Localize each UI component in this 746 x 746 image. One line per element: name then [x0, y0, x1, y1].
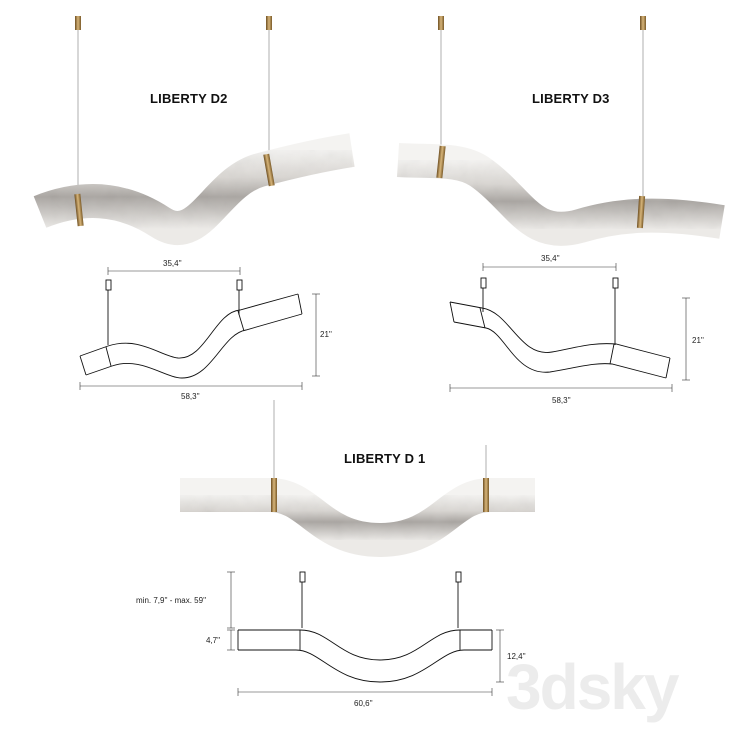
- d1-tube-label: 4,7'': [206, 636, 221, 645]
- liberty-d2-drawing: [79, 279, 303, 379]
- ring-line: [237, 310, 245, 332]
- tube-end: [297, 293, 303, 315]
- brass-ring: [263, 153, 275, 187]
- liberty-d3-dimensions: [449, 263, 690, 392]
- tube-end: [449, 301, 455, 323]
- liberty-d2-title: LIBERTY D2: [150, 91, 228, 106]
- liberty-d1-dimensions: [227, 571, 504, 696]
- lamp-outline-bottom: [453, 321, 667, 379]
- marble-veins: [396, 143, 725, 246]
- tube-end: [665, 357, 671, 379]
- canopy-right: [266, 16, 272, 30]
- canopy-outline: [480, 277, 487, 289]
- brass-ring: [74, 193, 84, 227]
- lamp-outline-bottom: [85, 313, 303, 379]
- d1-suspension-label: min. 7,9'' - max. 59'': [136, 596, 207, 605]
- marble-veins: [180, 478, 535, 558]
- canopy-left: [75, 16, 81, 30]
- watermark-logo: 3dsky: [506, 651, 679, 723]
- liberty-d2-dimensions: [79, 267, 320, 390]
- d3-width-label: 35,4'': [541, 254, 560, 263]
- d2-width-label: 35,4'': [163, 259, 182, 268]
- ring-line: [609, 343, 615, 365]
- d2-length-label: 58,3'': [181, 392, 200, 401]
- lamp-outline-top: [238, 629, 492, 661]
- d1-length-label: 60,6'': [354, 699, 373, 708]
- liberty-d3-render: [396, 16, 725, 246]
- d3-height-label: 21'': [692, 336, 704, 345]
- canopy-outline: [299, 571, 306, 583]
- d2-height-label: 21'': [320, 330, 332, 339]
- liberty-d2-render: [33, 16, 355, 245]
- d1-depth-label: 12,4'': [507, 652, 526, 661]
- liberty-d3-drawing: [449, 277, 671, 379]
- canopy-left: [438, 16, 444, 30]
- lamp-outline-top: [449, 301, 671, 359]
- liberty-d3-title: LIBERTY D3: [532, 91, 610, 106]
- brass-ring: [636, 195, 646, 229]
- brass-ring: [436, 145, 446, 179]
- canopy-outline: [236, 279, 243, 291]
- canopy-right: [640, 16, 646, 30]
- liberty-d1-render: [180, 400, 535, 558]
- tube-end: [79, 355, 87, 376]
- liberty-d1-title: LIBERTY D 1: [344, 451, 426, 466]
- canopy-outline: [105, 279, 112, 291]
- d3-length-label: 58,3'': [552, 396, 571, 405]
- brass-ring: [483, 478, 489, 512]
- ring-line: [105, 346, 112, 367]
- lamp-outline-bottom: [238, 649, 492, 683]
- canopy-outline: [612, 277, 619, 289]
- lamp-outline-top: [79, 293, 299, 359]
- liberty-d1-drawing: [237, 571, 493, 683]
- ring-line: [479, 307, 486, 329]
- canopy-outline: [455, 571, 462, 583]
- brass-ring: [271, 478, 277, 512]
- marble-veins: [33, 133, 355, 245]
